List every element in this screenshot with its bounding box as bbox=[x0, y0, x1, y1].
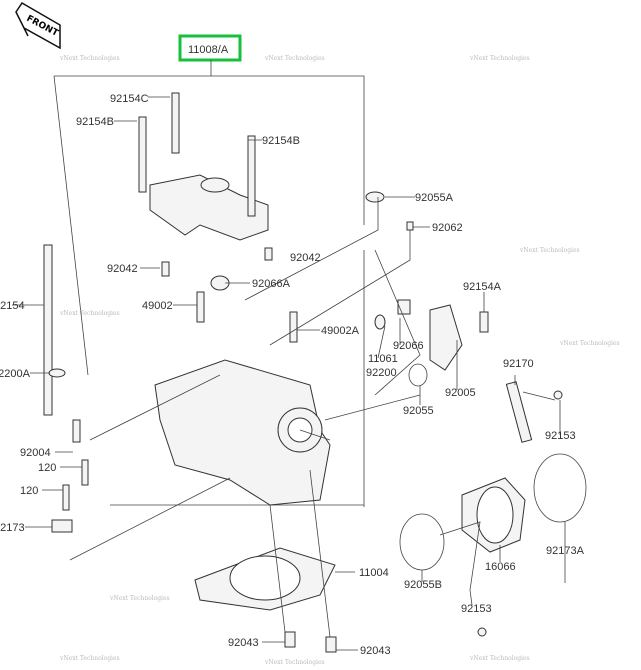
label-92055A[interactable]: 92055A bbox=[415, 192, 454, 204]
label-11004[interactable]: 11004 bbox=[359, 567, 389, 579]
label-92005[interactable]: 92005 bbox=[445, 387, 476, 399]
label-92200A[interactable]: 92200A bbox=[0, 368, 31, 380]
label-92043[interactable]: 92043 bbox=[360, 645, 391, 657]
label-92154A[interactable]: 92154A bbox=[463, 281, 502, 293]
watermark: vNext Technologies bbox=[519, 247, 580, 254]
label-92062[interactable]: 92062 bbox=[432, 222, 463, 234]
watermark: vNext Technologies bbox=[109, 595, 170, 602]
watermark: vNext Technologies bbox=[59, 55, 120, 62]
small-parts bbox=[48, 191, 563, 653]
label-92042[interactable]: 92042 bbox=[290, 252, 321, 264]
watermark: vNext Technologies bbox=[59, 310, 120, 317]
cylinder-head bbox=[154, 359, 331, 506]
assembly-highlight-box[interactable] bbox=[178, 34, 242, 62]
label-92004[interactable]: 92004 bbox=[20, 447, 51, 459]
watermarks: vNext Technologies vNext Technologies vN… bbox=[59, 55, 620, 666]
head-gasket bbox=[194, 547, 336, 611]
label-92154C[interactable]: 92154C bbox=[110, 93, 149, 105]
label-92200[interactable]: 92200 bbox=[366, 367, 397, 379]
watermark: vNext Technologies bbox=[264, 55, 325, 62]
camshaft-cap bbox=[149, 174, 269, 241]
label-92154B[interactable]: 92154B bbox=[262, 135, 300, 147]
front-arrow-icon: FRONT bbox=[15, 1, 61, 50]
leader-lines bbox=[12, 96, 566, 651]
label-92153[interactable]: 92153 bbox=[545, 430, 576, 442]
label-92154[interactable]: 92154 bbox=[0, 300, 25, 312]
label-92173A[interactable]: 92173A bbox=[546, 545, 585, 557]
label-92066[interactable]: 92066 bbox=[393, 340, 424, 352]
label-92055[interactable]: 92055 bbox=[403, 405, 434, 417]
watermark: vNext Technologies bbox=[469, 55, 530, 62]
intake-boot bbox=[399, 453, 587, 571]
assembly-frame bbox=[53, 60, 365, 507]
label-120[interactable]: 120 bbox=[38, 462, 56, 474]
watermark: vNext Technologies bbox=[264, 659, 325, 666]
assembly-label[interactable]: 11008/A bbox=[188, 44, 229, 56]
label-92042[interactable]: 92042 bbox=[107, 263, 138, 275]
label-92153[interactable]: 92153 bbox=[461, 603, 492, 615]
label-120[interactable]: 120 bbox=[20, 485, 38, 497]
label-49002[interactable]: 49002 bbox=[142, 300, 173, 312]
label-11061[interactable]: 11061 bbox=[368, 353, 398, 365]
label-92066A[interactable]: 92066A bbox=[252, 278, 291, 290]
label-92170[interactable]: 92170 bbox=[503, 358, 534, 370]
label-92043[interactable]: 92043 bbox=[228, 637, 259, 649]
label-49002A[interactable]: 49002A bbox=[321, 325, 360, 337]
label-92055B[interactable]: 92055B bbox=[404, 579, 442, 591]
watermark: vNext Technologies bbox=[559, 340, 620, 347]
label-16066[interactable]: 16066 bbox=[485, 561, 516, 573]
watermark: vNext Technologies bbox=[59, 655, 120, 662]
label-92173[interactable]: 92173 bbox=[0, 522, 25, 534]
watermark: vNext Technologies bbox=[469, 655, 530, 662]
bolts bbox=[43, 92, 489, 416]
label-92154B[interactable]: 92154B bbox=[76, 116, 114, 128]
